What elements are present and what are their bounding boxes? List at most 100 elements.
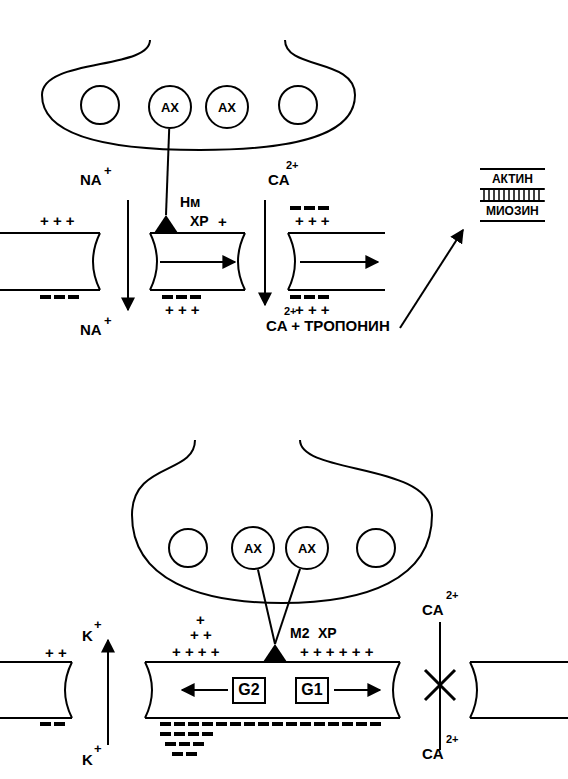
negative-charges bbox=[40, 206, 381, 756]
minus-dash bbox=[190, 295, 201, 299]
cross-bridge bbox=[493, 190, 495, 200]
minus-dash bbox=[356, 722, 367, 726]
muscle-membrane bbox=[0, 662, 72, 718]
block-cross bbox=[425, 670, 455, 700]
minus-dash bbox=[300, 722, 311, 726]
node-text: M2 bbox=[290, 626, 309, 640]
charge-sign: + bbox=[104, 164, 112, 177]
muscle-membrane bbox=[470, 662, 568, 718]
node-text: АХ bbox=[218, 101, 236, 114]
vesicle-circle: АХ bbox=[231, 526, 275, 570]
charge-label: 2+ bbox=[446, 734, 459, 745]
minus-dash bbox=[40, 295, 51, 299]
charge-sign: + bbox=[218, 214, 227, 229]
filament-stripes bbox=[480, 188, 545, 202]
ion-label: CA bbox=[422, 746, 444, 761]
cross-bridge bbox=[523, 190, 525, 200]
ion-label: NA bbox=[80, 172, 102, 187]
ion-label: CA bbox=[268, 172, 290, 187]
minus-dash bbox=[230, 722, 241, 726]
charge-sign: + bbox=[94, 742, 102, 755]
cross-bridge bbox=[488, 190, 490, 200]
minus-dash bbox=[290, 295, 301, 299]
cross-bridge bbox=[513, 190, 515, 200]
muscle-membrane bbox=[288, 233, 385, 290]
g-protein-arrow bbox=[182, 689, 228, 691]
node-text: G1 bbox=[301, 682, 322, 698]
minus-dash bbox=[160, 732, 171, 736]
receptor-shape bbox=[263, 644, 287, 662]
ion-label: NA bbox=[80, 322, 102, 337]
plus-charges: + + + bbox=[295, 213, 330, 228]
minus-dash bbox=[314, 722, 325, 726]
ion-arrow bbox=[264, 200, 266, 305]
node-text: Нм bbox=[180, 195, 200, 209]
minus-dash bbox=[216, 722, 227, 726]
g-protein-box: G1 bbox=[295, 677, 328, 704]
minus-dash bbox=[186, 752, 197, 756]
minus-dash bbox=[162, 295, 173, 299]
cross-bridge bbox=[533, 190, 535, 200]
ion-arrow bbox=[127, 200, 129, 310]
nerve-terminal bbox=[132, 440, 432, 603]
cross-bridge bbox=[483, 190, 485, 200]
minus-dash bbox=[318, 206, 329, 210]
minus-dash bbox=[54, 722, 65, 726]
minus-dash bbox=[342, 722, 353, 726]
cross-bridge bbox=[518, 190, 520, 200]
ion-label: CA + ТРОПОНИН bbox=[266, 318, 390, 333]
minus-dash bbox=[40, 722, 51, 726]
minus-dash bbox=[304, 206, 315, 210]
g-protein-arrow bbox=[334, 689, 380, 691]
minus-dash bbox=[54, 295, 65, 299]
receptor-shape bbox=[154, 215, 178, 233]
ion-label: K bbox=[82, 628, 93, 643]
enzyme-label: ХР bbox=[190, 214, 209, 228]
muscle-membrane bbox=[0, 233, 100, 290]
minus-dash bbox=[172, 752, 183, 756]
plus-charges: + + + bbox=[40, 213, 75, 228]
minus-dash bbox=[176, 295, 187, 299]
cross-bridge bbox=[498, 190, 500, 200]
vesicle bbox=[81, 86, 119, 124]
minus-dash bbox=[328, 722, 339, 726]
minus-dash bbox=[258, 722, 269, 726]
charge-label: 2+ bbox=[446, 590, 459, 601]
plus-charges: + + + + bbox=[172, 644, 220, 659]
cross-bridge bbox=[503, 190, 505, 200]
minus-dash bbox=[272, 722, 283, 726]
ion-arrow bbox=[107, 640, 109, 745]
minus-dash bbox=[286, 722, 297, 726]
node-text: АХ bbox=[298, 542, 316, 555]
minus-dash bbox=[174, 732, 185, 736]
vesicle-circle: АХ bbox=[148, 85, 192, 129]
cross-bridge bbox=[538, 190, 540, 200]
cross-bridge bbox=[508, 190, 510, 200]
minus-dash bbox=[188, 722, 199, 726]
vesicle bbox=[357, 529, 395, 567]
minus-dash bbox=[304, 295, 315, 299]
ion-label: K bbox=[82, 752, 93, 767]
minus-dash bbox=[174, 722, 185, 726]
g-protein-box: G2 bbox=[232, 677, 265, 704]
minus-dash bbox=[202, 732, 213, 736]
enzyme-label: ХР bbox=[318, 626, 337, 640]
transmitter-line bbox=[258, 569, 275, 644]
receptor-triangle bbox=[263, 644, 287, 662]
vesicle bbox=[279, 86, 317, 124]
minus-dash bbox=[193, 742, 204, 746]
vesicle-circle: АХ bbox=[285, 526, 329, 570]
charge-label: 2+ bbox=[286, 160, 299, 171]
actin-myosin-band: АКТИНМИОЗИН bbox=[480, 168, 545, 222]
muscle-membrane bbox=[150, 233, 245, 290]
minus-dash bbox=[244, 722, 255, 726]
minus-dash bbox=[68, 295, 79, 299]
minus-dash bbox=[290, 206, 301, 210]
minus-dash bbox=[165, 742, 176, 746]
cross-bridge bbox=[528, 190, 530, 200]
impulse-arrow bbox=[300, 261, 378, 263]
receptor-triangle bbox=[154, 215, 178, 233]
